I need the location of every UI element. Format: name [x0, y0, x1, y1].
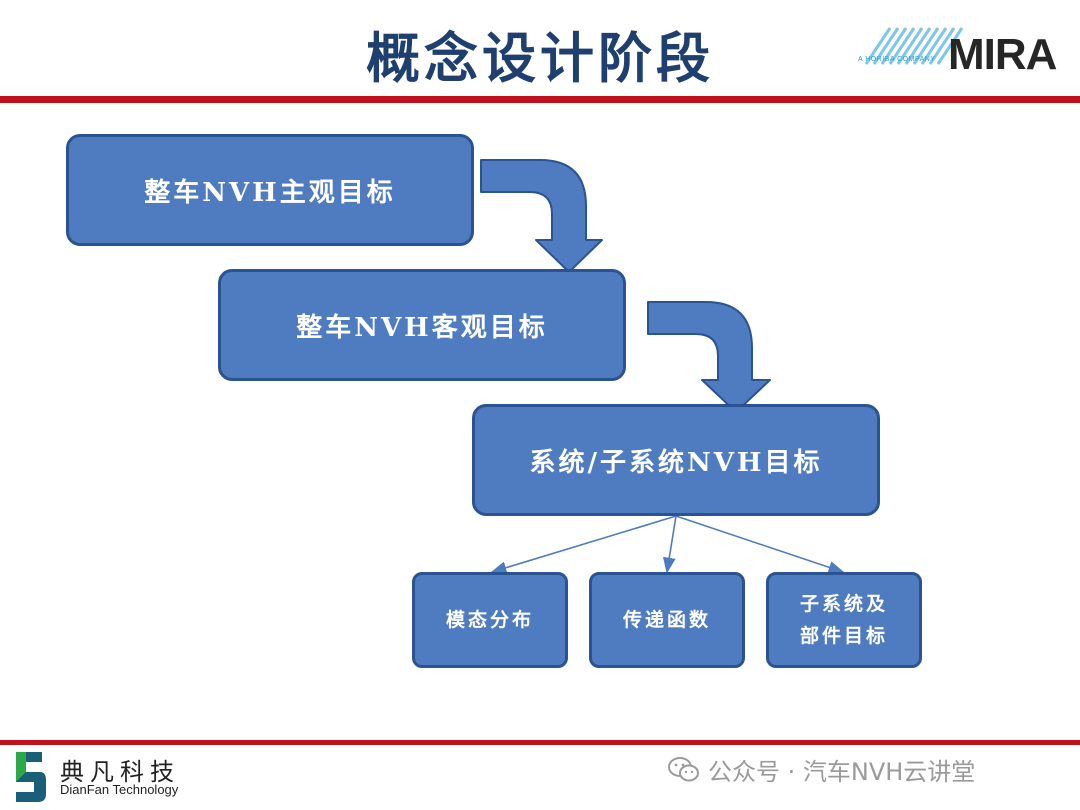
system-target-box: 系统/子系统NVH目标	[472, 404, 880, 516]
subsystem-target-box: 子系统及 部件目标	[766, 572, 922, 668]
subsystem-target-label-line2: 部件目标	[799, 625, 888, 647]
subjective-target-label: 整车NVH主观目标	[144, 177, 396, 208]
wechat-icon	[668, 756, 699, 781]
objective-target-label: 整车NVH客观目标	[296, 312, 548, 343]
curved-arrow-1	[480, 159, 603, 273]
objective-target-box: 整车NVH客观目标	[218, 269, 626, 381]
page-title: 概念设计阶段	[366, 26, 714, 90]
transfer-function-label: 传递函数	[622, 609, 711, 631]
company-name-cn: 典凡科技	[60, 758, 180, 786]
transfer-function-box: 传递函数	[589, 572, 745, 668]
mira-logo-subtext: A HORIBA COMPANY	[858, 56, 936, 63]
wechat-account-label: 公众号 · 汽车NVH云讲堂	[708, 758, 976, 786]
connector-subsystem	[675, 515, 845, 574]
dianfan-logo-icon	[16, 752, 46, 802]
system-target-label: 系统/子系统NVH目标	[529, 447, 823, 478]
header-divider	[0, 96, 1080, 103]
modal-distribution-label: 模态分布	[445, 609, 534, 631]
footer-divider	[0, 740, 1080, 745]
mira-stripes-icon	[864, 27, 964, 65]
modal-distribution-box: 模态分布	[412, 572, 568, 668]
mira-logo-text: MIRA	[948, 30, 1057, 79]
curved-arrow-2	[647, 301, 771, 413]
wechat-account: 公众号 · 汽车NVH云讲堂	[668, 752, 975, 787]
connector-modal	[490, 515, 677, 574]
connector-transfer	[662, 515, 677, 574]
subsystem-target-label-line1: 子系统及	[799, 593, 888, 615]
subjective-target-box: 整车NVH主观目标	[66, 134, 474, 246]
company-name-en: DianFan Technology	[60, 782, 179, 797]
